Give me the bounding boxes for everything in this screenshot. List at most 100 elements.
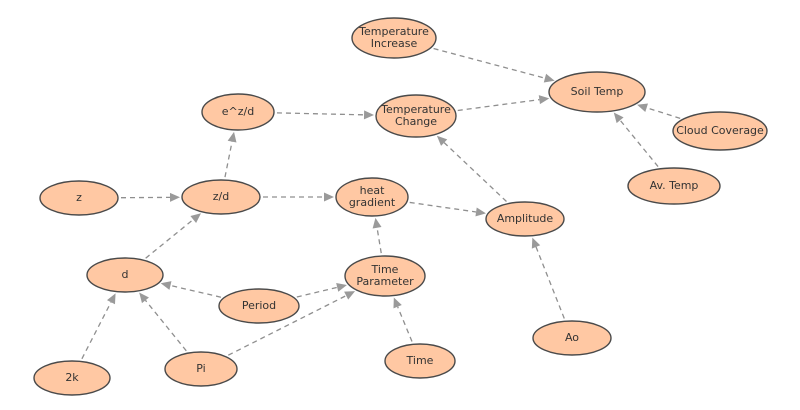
node-label: e^z/d (222, 105, 254, 118)
node-label-line: Av. Temp (650, 179, 699, 192)
node-label: z (76, 191, 82, 204)
arrowhead-icon (531, 237, 541, 249)
edge-ao-to-amplitude (531, 237, 565, 319)
edge-line (144, 299, 187, 352)
node-label-line: Change (395, 115, 437, 128)
arrowhead-icon (637, 103, 648, 113)
edge-period-to-time_param (296, 283, 347, 298)
edge-line (646, 107, 681, 119)
arrowhead-icon (324, 192, 334, 202)
node-ellipse[interactable] (218, 288, 300, 324)
node-ellipse[interactable] (384, 343, 456, 379)
arrowhead-icon (190, 213, 202, 224)
node-z[interactable]: z (39, 180, 119, 216)
node-2k[interactable]: 2k (33, 360, 111, 396)
edge-line (457, 98, 540, 112)
node-ellipse[interactable] (672, 111, 768, 151)
edge-period-to-d (160, 281, 222, 298)
node-label-line: Time (406, 354, 434, 367)
arrowhead-icon (475, 207, 486, 217)
node-cloud[interactable]: Cloud Coverage (672, 111, 768, 151)
node-label: Cloud Coverage (676, 124, 764, 137)
node-ellipse[interactable] (181, 179, 261, 215)
node-ellipse[interactable] (351, 17, 437, 59)
node-ellipse[interactable] (627, 167, 721, 205)
node-ellipse[interactable] (86, 257, 164, 293)
arrowhead-icon (227, 131, 237, 143)
node-ao[interactable]: Ao (532, 320, 612, 356)
node-ellipse[interactable] (39, 180, 119, 216)
node-ellipse[interactable] (164, 351, 238, 387)
node-label-line: Amplitude (497, 212, 554, 225)
node-ellipse[interactable] (485, 201, 565, 237)
node-label-line: z (76, 191, 82, 204)
node-label: z/d (213, 190, 229, 203)
node-label-line: z/d (213, 190, 229, 203)
node-ellipse[interactable] (335, 177, 409, 217)
edge-line (409, 201, 477, 213)
node-label: Ao (565, 331, 579, 344)
node-label-line: gradient (349, 196, 396, 209)
node-label: Time (406, 354, 434, 367)
node-label: 2k (65, 371, 79, 384)
node-ellipse[interactable] (33, 360, 111, 396)
node-ellipse[interactable] (548, 71, 646, 113)
node-label: Pi (196, 362, 205, 375)
arrowhead-icon (160, 281, 172, 290)
node-time[interactable]: Time (384, 343, 456, 379)
node-ellipse[interactable] (344, 255, 426, 297)
arrowhead-icon (613, 112, 624, 124)
node-label-line: Parameter (356, 275, 414, 288)
node-label-line: e^z/d (222, 105, 254, 118)
node-ezd[interactable]: e^z/d (201, 93, 275, 131)
node-label: d (122, 268, 129, 281)
arrowhead-icon (393, 297, 402, 309)
node-amplitude[interactable]: Amplitude (485, 201, 565, 237)
edge-time_param-to-heat_grad (372, 217, 382, 254)
arrowhead-icon (543, 73, 555, 83)
node-label-line: Pi (196, 362, 205, 375)
edge-zd-to-heat_grad (263, 192, 334, 202)
edge-z-to-zd (120, 192, 181, 202)
edge-line (619, 119, 659, 167)
edge-av_temp-to-soil_temp (613, 112, 659, 167)
node-av_temp[interactable]: Av. Temp (627, 167, 721, 205)
arrowhead-icon (363, 110, 375, 120)
node-zd[interactable]: z/d (181, 179, 261, 215)
node-label-line: 2k (65, 371, 79, 384)
edge-line (81, 301, 112, 360)
node-ellipse[interactable] (201, 93, 275, 131)
edge-line (433, 47, 546, 79)
arrowhead-icon (538, 95, 550, 105)
node-label-line: Time (371, 263, 399, 276)
arrowhead-icon (336, 283, 347, 292)
edge-line (145, 219, 194, 259)
node-ellipse[interactable] (375, 94, 457, 138)
node-label: Av. Temp (650, 179, 699, 192)
node-period[interactable]: Period (218, 288, 300, 324)
edge-line (170, 284, 222, 298)
node-d[interactable]: d (86, 257, 164, 293)
node-label-line: Cloud Coverage (676, 124, 764, 137)
node-ellipse[interactable] (532, 320, 612, 356)
node-pi[interactable]: Pi (164, 351, 238, 387)
edge-line (296, 286, 338, 298)
edge-pi-to-d (139, 292, 187, 352)
node-soil_temp[interactable]: Soil Temp (548, 71, 646, 113)
edges-layer (81, 47, 681, 360)
edge-ezd-to-temp_change (276, 110, 375, 120)
edge-line (224, 141, 233, 178)
node-label-line: d (122, 268, 129, 281)
node-label-line: heat (360, 184, 385, 197)
edge-time-to-time_param (393, 297, 413, 342)
edge-2k-to-d (81, 293, 116, 360)
